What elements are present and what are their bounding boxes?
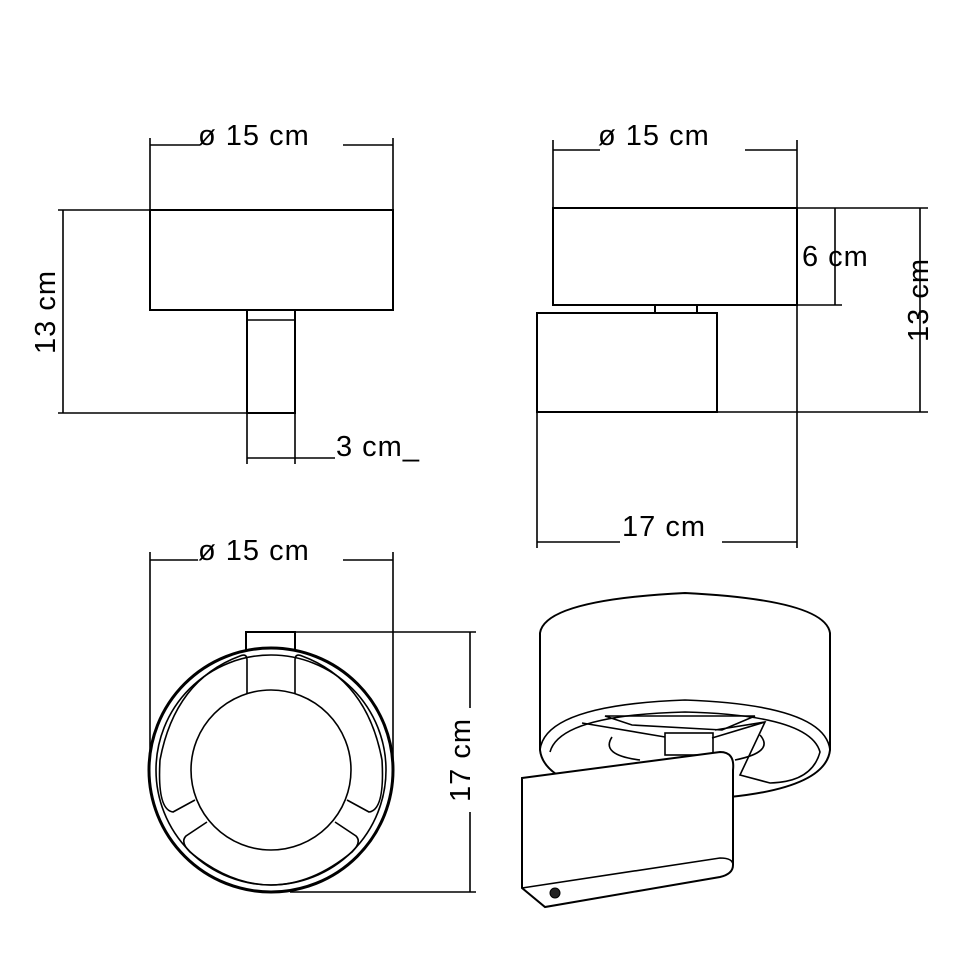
lamp-head xyxy=(552,207,798,306)
head-height-label: 6 cm xyxy=(802,241,869,273)
side-view: ø 15 cm 6 cm 13 cm 17 cm xyxy=(536,120,935,548)
wall-mount xyxy=(536,312,718,413)
side-height-label: 13 cm xyxy=(903,258,935,342)
lamp-outer-ring xyxy=(147,646,395,894)
lamp-head xyxy=(149,209,394,311)
bottom-depth-label: 17 cm xyxy=(445,718,477,802)
side-diameter-label: ø 15 cm xyxy=(598,120,710,152)
lamp-stem xyxy=(246,309,296,414)
lens xyxy=(190,689,352,851)
bottom-diameter-label: ø 15 cm xyxy=(198,535,310,567)
front-height-label: 13 cm xyxy=(30,270,62,354)
isometric-view xyxy=(521,591,831,909)
front-view: ø 15 cm 13 cm 3 cm_ xyxy=(30,120,420,464)
bottom-view: ø 15 cm 17 cm xyxy=(147,535,477,894)
side-depth-label: 17 cm xyxy=(622,511,706,543)
wall-mount-block xyxy=(521,750,735,909)
front-diameter-label: ø 15 cm xyxy=(198,120,310,152)
stem-width-label: 3 cm_ xyxy=(336,431,420,463)
screw-icon xyxy=(549,887,561,899)
